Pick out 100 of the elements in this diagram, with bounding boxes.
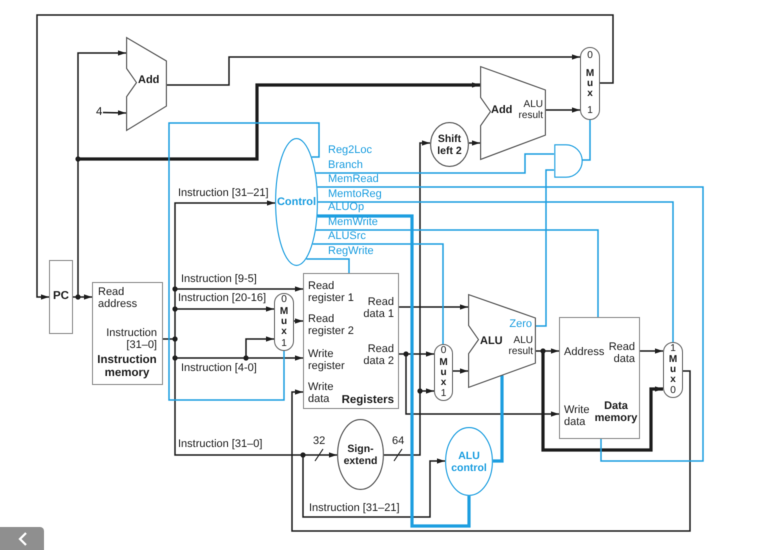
wire xyxy=(174,358,303,456)
unit-label: Instruction memory xyxy=(96,354,158,380)
edge-label: Instruction [20-16] xyxy=(178,292,266,304)
port-label: Write register xyxy=(308,348,346,372)
port-label: Read register 1 xyxy=(308,280,355,304)
unit-label: Add xyxy=(491,104,512,116)
arrow xyxy=(174,200,275,289)
bus-width-label: 64 xyxy=(392,435,404,447)
arrow xyxy=(175,306,274,312)
unit-label: Data memory xyxy=(594,400,638,424)
alu-shape xyxy=(468,294,536,388)
port-label: Read register 2 xyxy=(308,313,355,337)
unit-label: Add xyxy=(138,74,160,86)
arrow xyxy=(469,140,480,146)
mux-label: Mux xyxy=(668,355,678,385)
wire xyxy=(318,201,674,342)
arrow xyxy=(78,82,480,161)
input-number: 0 xyxy=(670,386,676,396)
wire xyxy=(318,214,471,528)
unit-label: ALU xyxy=(480,335,503,347)
arrow xyxy=(543,348,559,354)
pc-register-box xyxy=(49,260,73,334)
arrow xyxy=(640,348,663,354)
wire xyxy=(306,258,350,273)
port-label: Write data xyxy=(308,381,334,405)
arrow xyxy=(291,370,691,532)
port-label: Read data xyxy=(608,341,635,365)
mux-label: Mux xyxy=(279,307,289,337)
arrow xyxy=(102,110,126,116)
shift-unit-ellipse xyxy=(430,122,469,167)
input-number: 0 xyxy=(440,346,446,356)
edge-label: Instruction [31–21] xyxy=(309,502,400,514)
wire xyxy=(384,391,421,456)
wire xyxy=(175,357,246,359)
edge-label: MemtoReg xyxy=(328,188,382,200)
arrow xyxy=(546,107,580,113)
mux-label: Mux xyxy=(438,358,448,388)
wire xyxy=(73,296,78,298)
port-label: Read data 1 xyxy=(362,296,394,320)
port-label: ALU result xyxy=(518,99,543,121)
arrow xyxy=(78,294,92,300)
arrow xyxy=(541,351,663,452)
input-number: 1 xyxy=(440,389,446,399)
wire xyxy=(77,159,79,297)
port-label: Instruction [31–0] xyxy=(105,327,157,351)
edge-label: Instruction [31–21] xyxy=(178,187,269,199)
wire xyxy=(174,289,176,309)
port-label: Read data 2 xyxy=(362,343,394,367)
sign-extend-ellipse xyxy=(337,419,384,490)
mux-capsule xyxy=(274,293,294,351)
adder-shape xyxy=(126,37,167,131)
edge-label: Reg2Loc xyxy=(328,144,372,156)
arrow xyxy=(419,140,430,391)
mux-capsule xyxy=(663,342,683,398)
unit-label: ALU control xyxy=(450,450,488,474)
input-number: 0 xyxy=(281,295,287,305)
constant-label: 4 xyxy=(96,106,102,119)
input-number: 1 xyxy=(670,344,676,354)
arrow xyxy=(167,54,580,86)
arrow xyxy=(246,355,303,361)
mux-label: Mux xyxy=(585,68,595,98)
edge-label: MemWrite xyxy=(328,216,378,228)
edge-label: Branch xyxy=(328,159,363,171)
wire xyxy=(317,186,704,462)
port-label: ALU result xyxy=(508,335,533,357)
wire xyxy=(174,309,176,339)
edge-label: ALUOp xyxy=(328,201,364,213)
arrow xyxy=(399,304,468,310)
arrow xyxy=(420,388,434,394)
unit-label: PC xyxy=(53,290,69,303)
and-gate xyxy=(554,144,583,178)
input-number: 1 xyxy=(281,339,287,349)
wire xyxy=(316,229,599,317)
arrow xyxy=(406,351,434,357)
edge-label: RegWrite xyxy=(328,245,374,257)
edge-label: Instruction [9-5] xyxy=(181,273,257,285)
bus-width-label: 32 xyxy=(313,435,326,447)
alu-control-ellipse xyxy=(445,427,493,496)
arrow xyxy=(245,336,274,358)
arrow xyxy=(453,368,468,374)
wire xyxy=(493,376,504,463)
port-label: Write data xyxy=(564,404,590,428)
mux-capsule xyxy=(434,344,453,401)
register-file-box xyxy=(303,273,399,409)
data-memory-box xyxy=(559,317,640,439)
unit-label: Control xyxy=(276,196,316,208)
unit-label: Registers xyxy=(342,394,394,407)
port-label: Zero xyxy=(509,318,532,330)
arrow xyxy=(77,50,126,159)
edge-label: MemRead xyxy=(328,173,379,185)
wire xyxy=(163,338,175,340)
wire xyxy=(312,243,444,344)
arrow xyxy=(302,455,445,518)
wire xyxy=(174,339,176,358)
instruction-memory-box xyxy=(92,282,163,385)
wire xyxy=(399,353,406,355)
input-number: 0 xyxy=(587,51,593,61)
input-number: 1 xyxy=(587,106,593,116)
port-label: Address xyxy=(564,346,604,358)
adder-shape xyxy=(480,66,546,160)
